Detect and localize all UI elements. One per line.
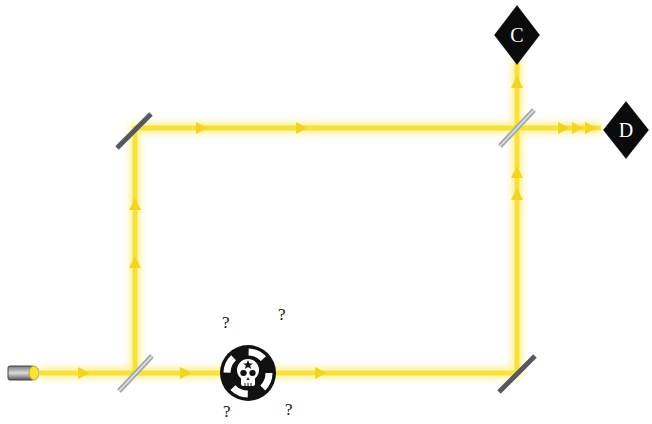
question-mark: ? bbox=[285, 401, 293, 418]
light-beam bbox=[40, 62, 601, 373]
beam-arrows bbox=[78, 76, 597, 379]
question-mark: ? bbox=[223, 403, 231, 420]
skull-object bbox=[220, 345, 276, 401]
detector-label: D bbox=[619, 120, 633, 140]
question-mark: ? bbox=[278, 306, 286, 323]
detector-diamond: D bbox=[603, 101, 649, 159]
light-source bbox=[8, 366, 39, 380]
mirror bbox=[117, 114, 535, 392]
beam-glow bbox=[40, 62, 600, 373]
question-mark: ? bbox=[222, 314, 230, 331]
beam-splitter bbox=[119, 110, 534, 391]
detector-diamond: C bbox=[494, 5, 540, 65]
detector-label: C bbox=[510, 25, 523, 45]
